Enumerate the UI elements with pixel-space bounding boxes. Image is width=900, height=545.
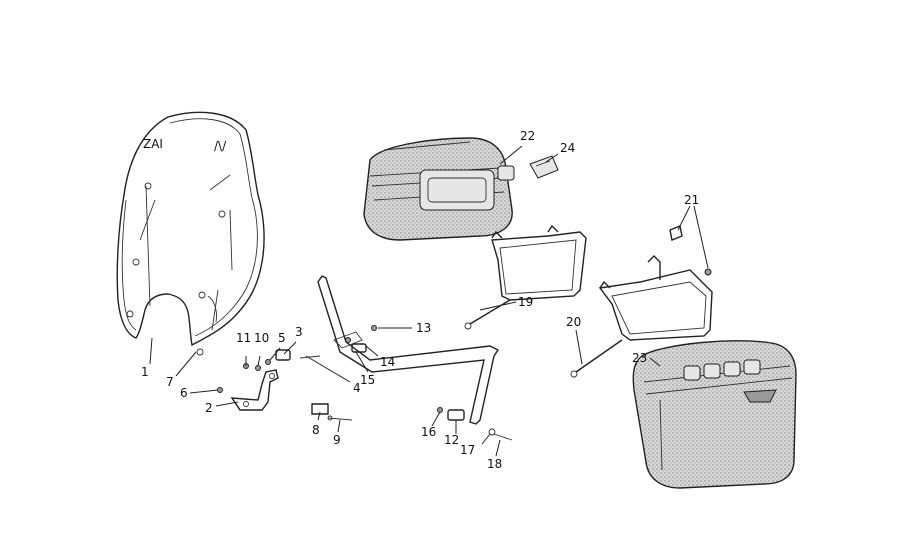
callout-8: 8 [312, 423, 320, 437]
leader-lines [149, 145, 709, 457]
callout-20: 20 [566, 315, 581, 329]
callout-10: 10 [254, 331, 269, 345]
callout-5: 5 [278, 331, 286, 345]
callout-6: 6 [180, 386, 188, 400]
latch-plate [529, 155, 559, 179]
top-case [363, 137, 515, 241]
side-case [632, 340, 797, 489]
mounting-bracket [217, 349, 353, 421]
callout-3: 3 [295, 325, 303, 339]
callout-24: 24 [560, 141, 575, 155]
callout-18: 18 [487, 457, 502, 471]
callout-11: 11 [236, 331, 251, 345]
svg-text:ZAI: ZAI [143, 137, 163, 151]
side-frame-left [464, 224, 587, 330]
callout-15: 15 [360, 373, 375, 387]
callout-2: 2 [205, 401, 213, 415]
callout-labels: 1 2 3 4 5 6 7 8 9 10 11 12 13 14 15 16 1… [141, 129, 699, 471]
callout-13: 13 [416, 321, 431, 335]
svg-text:/\/: /\/ [214, 139, 227, 153]
callout-19: 19 [518, 295, 533, 309]
callout-1: 1 [141, 365, 149, 379]
windshield: /\/ ZAI [116, 111, 265, 356]
callout-7: 7 [166, 375, 174, 389]
callout-22: 22 [520, 129, 535, 143]
callout-4: 4 [353, 381, 361, 395]
callout-14: 14 [380, 355, 395, 369]
callout-16: 16 [421, 425, 436, 439]
luggage-rack [317, 275, 513, 441]
callout-21: 21 [684, 193, 699, 207]
callout-9: 9 [333, 433, 341, 447]
callout-12: 12 [444, 433, 459, 447]
callout-17: 17 [460, 443, 475, 457]
side-frame-right [570, 225, 713, 378]
callout-23: 23 [632, 351, 647, 365]
